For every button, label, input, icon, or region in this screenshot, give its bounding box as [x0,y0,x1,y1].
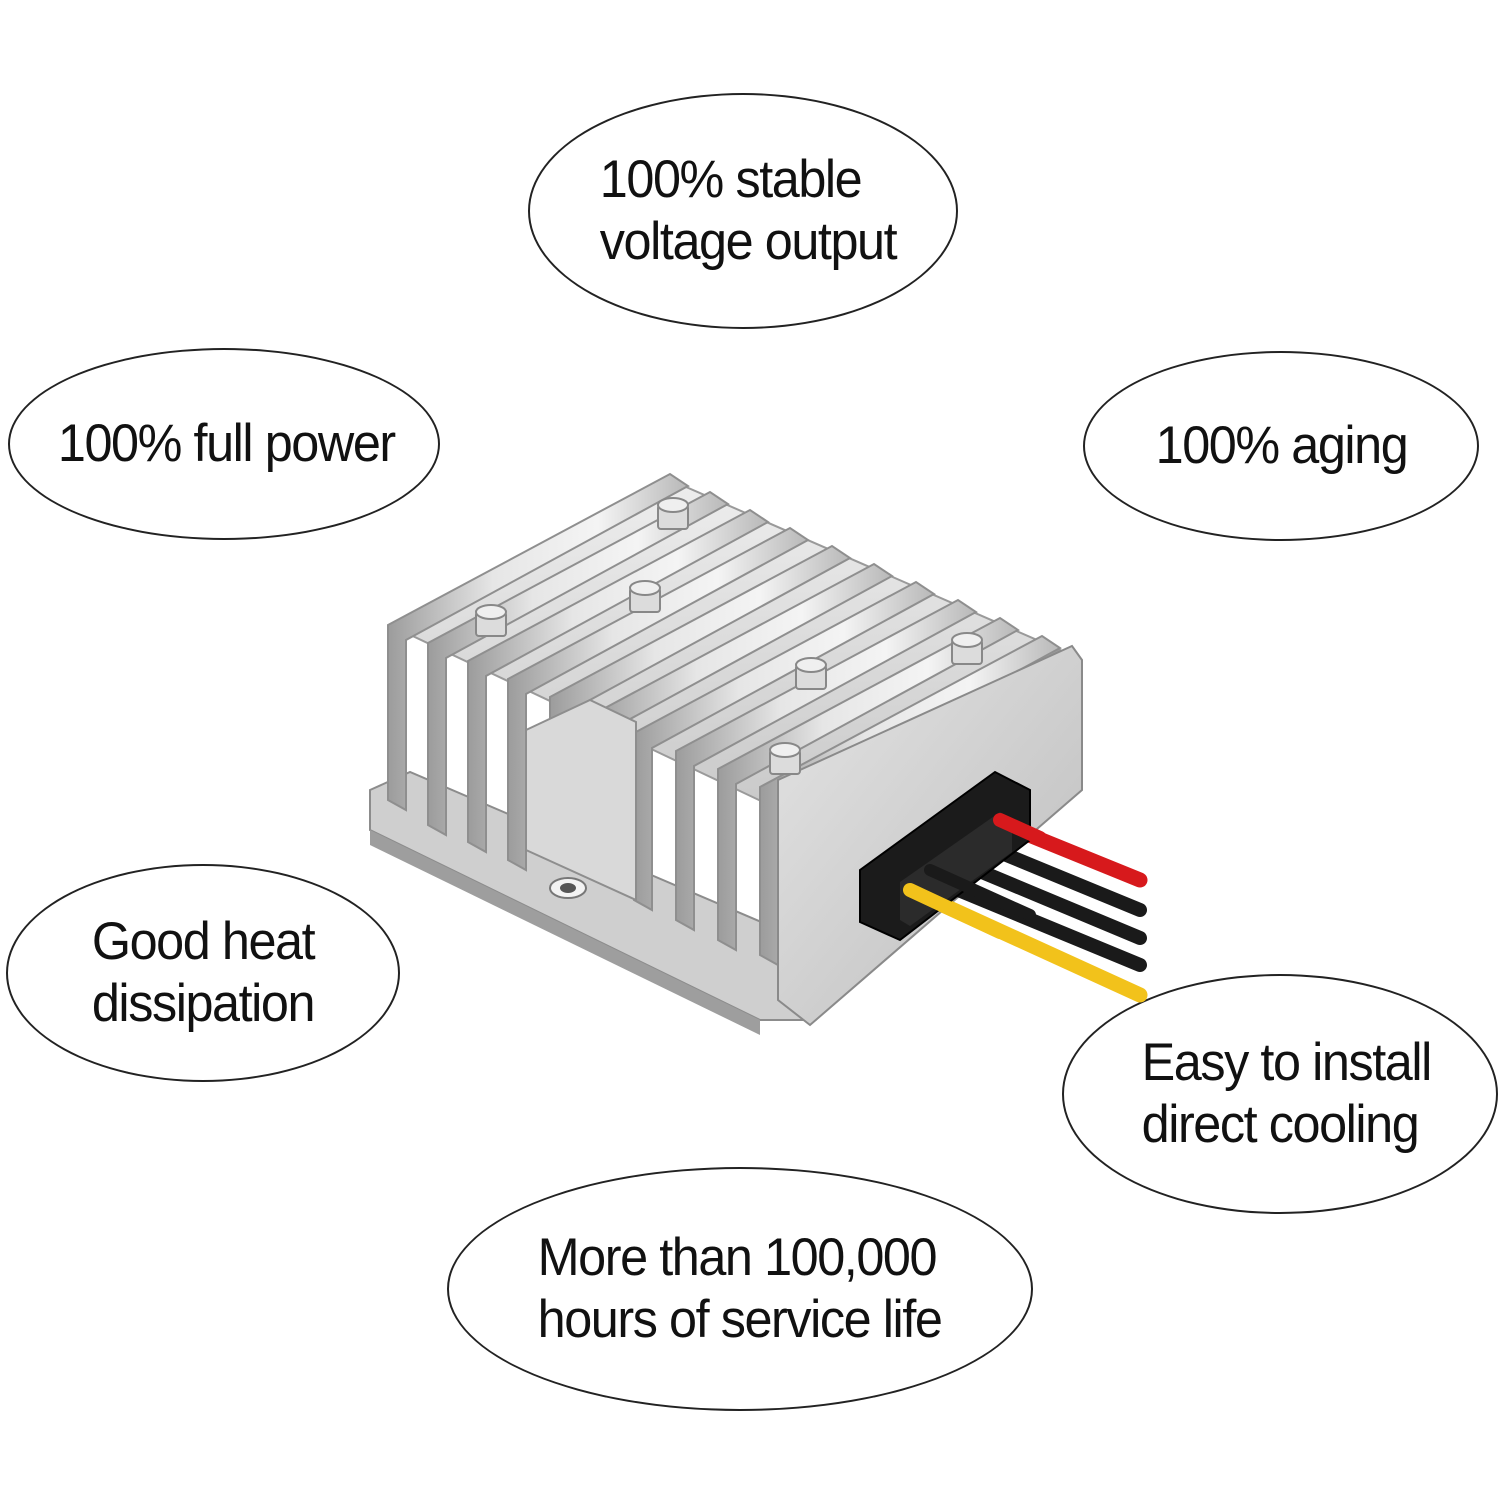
feature-bubble-full-power: 100% full power [8,348,440,540]
feature-bubble-stable-voltage: 100% stable voltage output [528,93,958,329]
feature-bubble-service-life: More than 100,000 hours of service life [447,1167,1033,1411]
wire-red-front [993,813,1047,845]
screw-posts [475,497,983,775]
feature-line: voltage output [599,212,898,271]
feature-line: Easy to install [1141,1033,1432,1092]
wire-yellow-front [903,883,1007,939]
feature-line: dissipation [91,974,316,1033]
feature-bubble-heat-dissipation: Good heat dissipation [6,864,400,1082]
mounting-hole-inner [560,883,576,893]
feature-line: 100% full power [57,414,396,473]
feature-text-full-power: 100% full power [57,413,396,475]
feature-line: direct cooling [1141,1095,1419,1154]
feature-text-aging: 100% aging [1155,415,1408,477]
feature-line: 100% aging [1155,416,1408,475]
wire-black-front [924,864,1036,921]
base-plate-edge [370,830,760,1035]
center-boss [525,698,637,902]
feature-text-stable-voltage: 100% stable voltage output [599,149,898,273]
feature-text-service-life: More than 100,000 hours of service life [538,1227,943,1351]
feature-line: Good heat [91,912,316,971]
wire-black-2 [951,855,1147,945]
feature-text-easy-install: Easy to install direct cooling [1141,1032,1432,1156]
feature-line: hours of service life [538,1290,943,1349]
feature-bubble-aging: 100% aging [1083,351,1479,541]
feature-line: More than 100,000 [538,1228,938,1287]
feature-bubble-easy-install: Easy to install direct cooling [1062,974,1498,1214]
feature-text-heat-dissipation: Good heat dissipation [91,911,316,1035]
feature-line: 100% stable [599,150,863,209]
dc-dc-converter-heatsink-icon [369,472,1148,1035]
